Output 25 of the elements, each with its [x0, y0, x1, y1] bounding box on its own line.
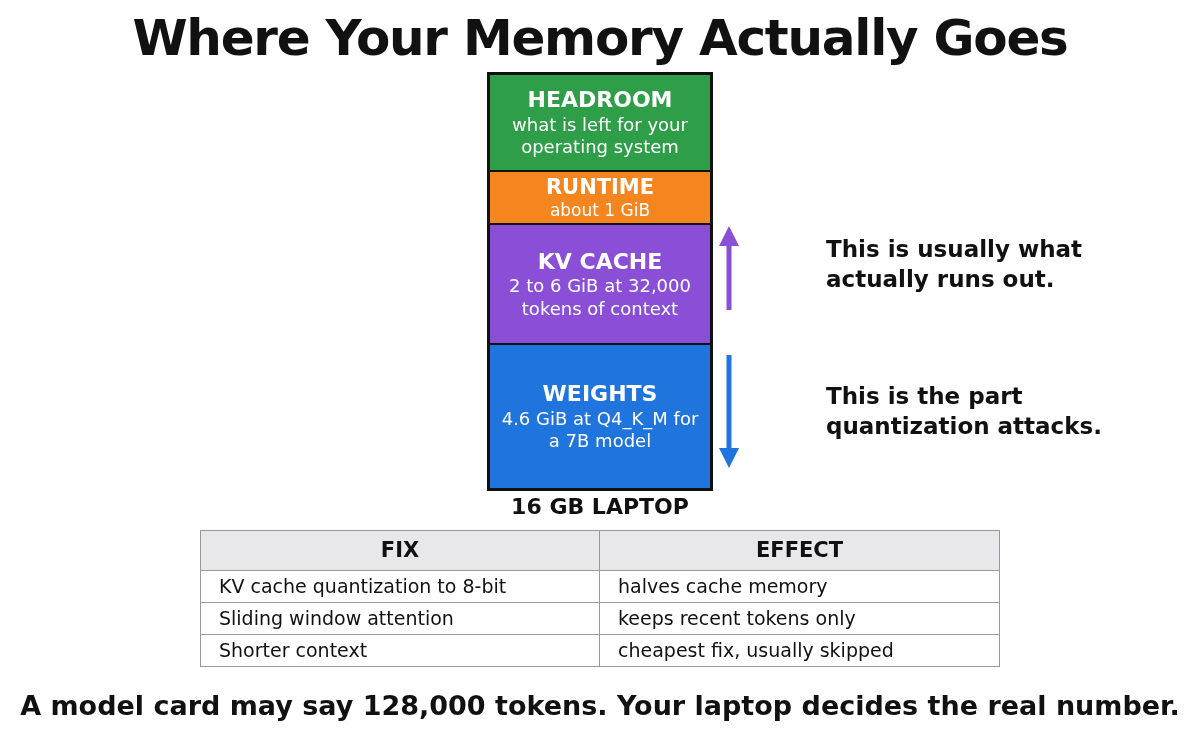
stack-segment — [490, 170, 710, 223]
table-cell: Shorter context — [201, 635, 600, 666]
segment-heading: HEADROOM — [527, 86, 673, 114]
side-note: This is usually what actually runs out. — [826, 235, 1084, 294]
segment-description: 4.6 GiB at Q4_K_M for a 7B model — [500, 407, 700, 453]
stack-segment — [490, 223, 710, 343]
stack-caption: 16 GB LAPTOP — [510, 493, 690, 521]
stack-segment — [490, 343, 710, 488]
table-cell: KV cache quantization to 8-bit — [201, 571, 600, 602]
side-note: This is the part quantization attacks. — [826, 382, 1103, 441]
segment-heading: WEIGHTS — [542, 380, 658, 408]
segment-heading: KV CACHE — [537, 247, 663, 276]
caption: A model card may say 128,000 tokens. Your laptop decides the real number. — [19, 689, 1181, 723]
table-cell-text: keeps recent tokens only — [617, 606, 857, 632]
segment-heading: RUNTIME — [545, 173, 655, 200]
table-cell: Sliding window attention — [201, 603, 600, 634]
header-cell-text: EFFECT — [754, 536, 845, 564]
table-cell-text: halves cache memory — [617, 574, 829, 600]
header-cell: FIX — [201, 531, 600, 570]
table-cell-text: cheapest fix, usually skipped — [617, 638, 895, 664]
stack-segment — [490, 75, 710, 170]
segment-description: what is left for your operating system — [511, 113, 689, 159]
segment-description: 2 to 6 GiB at 32,000 tokens of context — [508, 275, 692, 321]
title: Where Your Memory Actually Goes — [131, 8, 1069, 68]
segment-description: about 1 GiB — [549, 200, 651, 222]
